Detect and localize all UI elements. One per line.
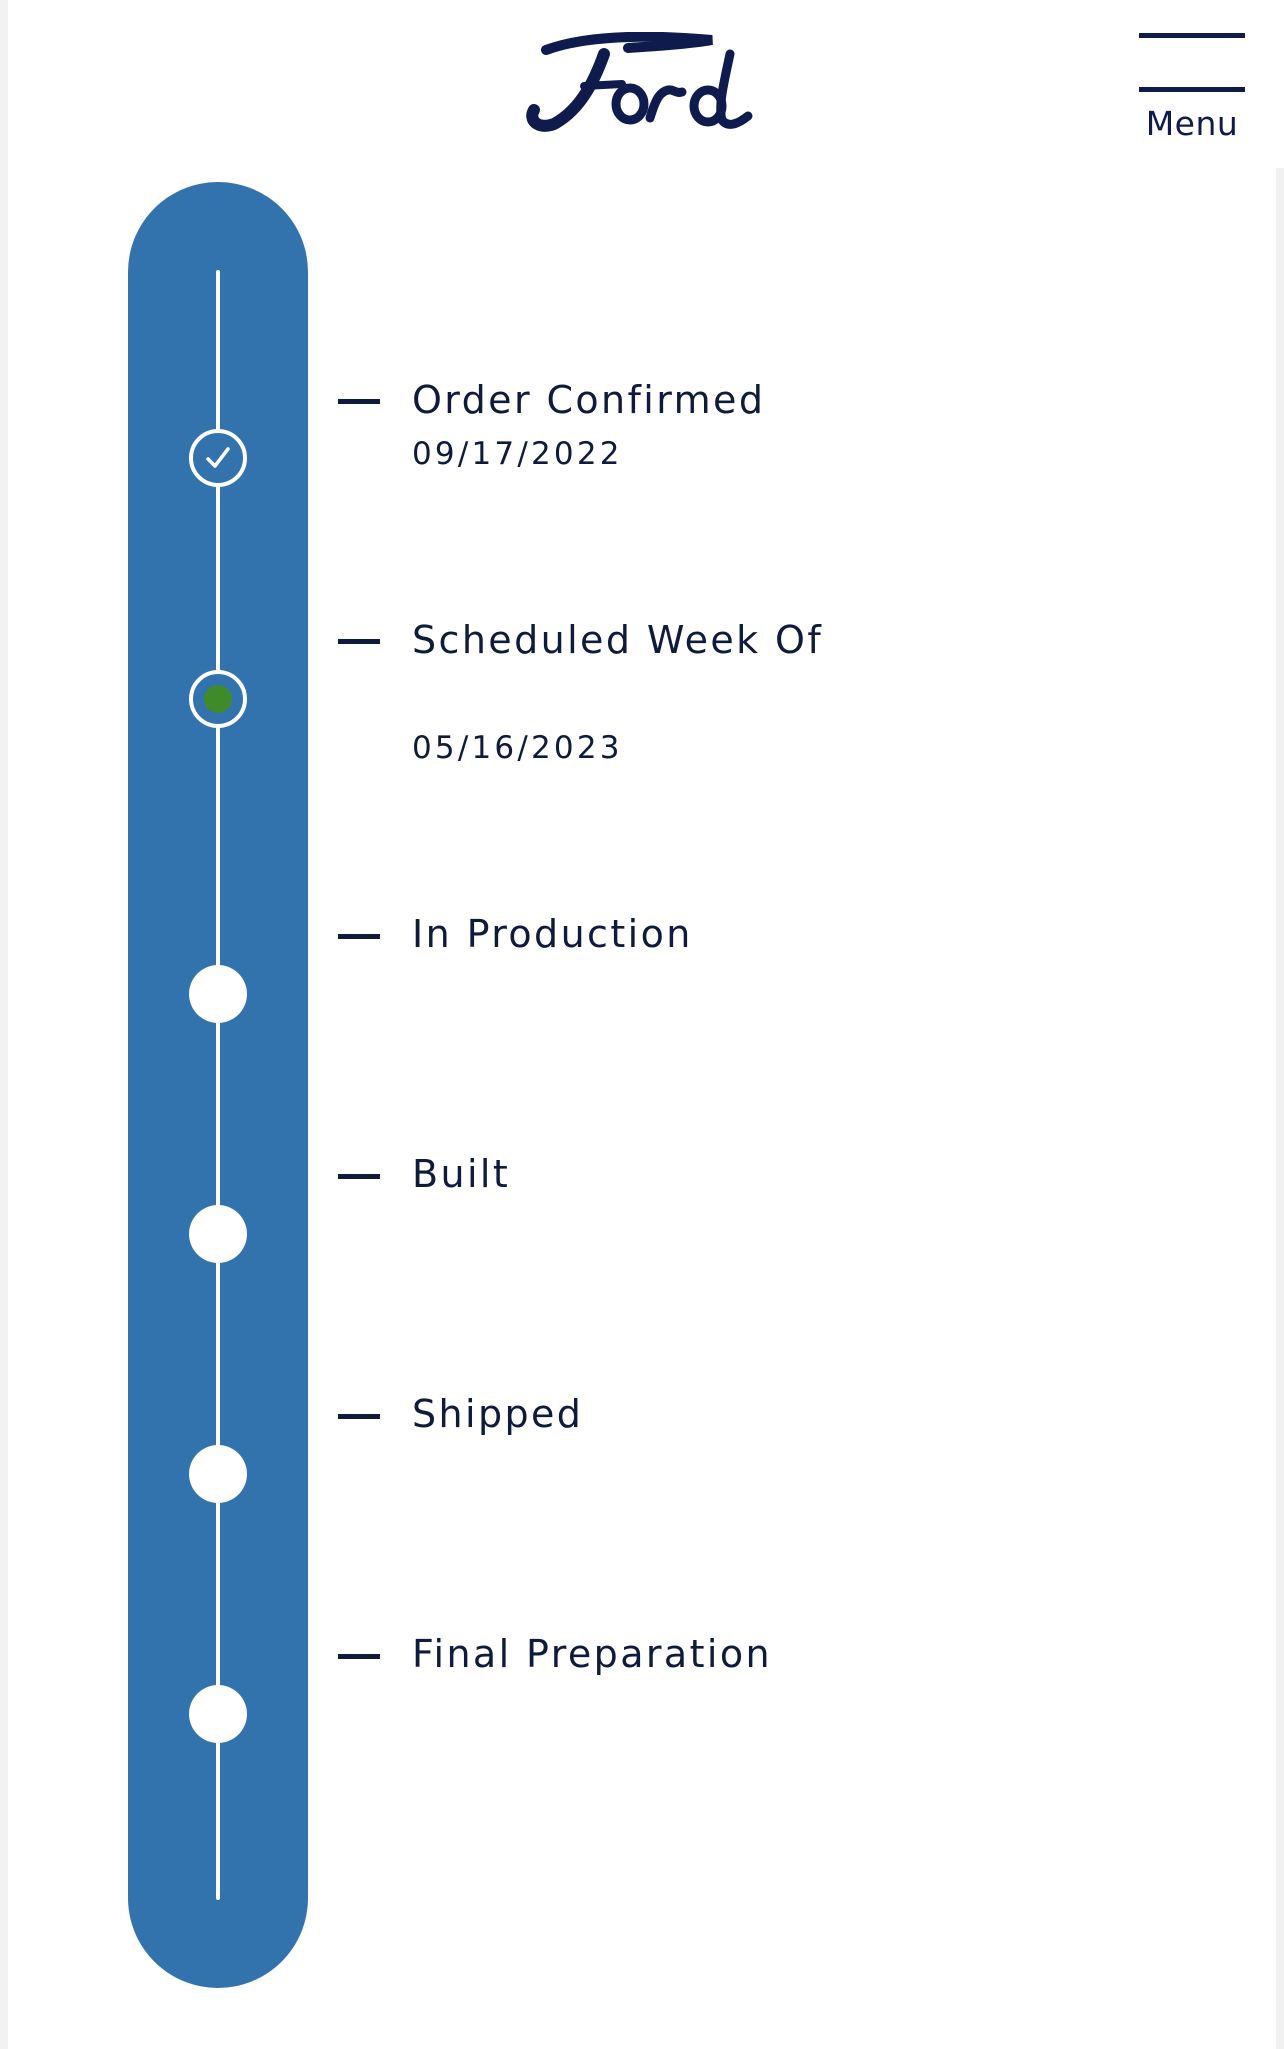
- left-edge-strip: [0, 0, 8, 2049]
- menu-label: Menu: [1145, 104, 1239, 143]
- stage-title-shipped: Shipped: [412, 1392, 584, 1436]
- menu-button[interactable]: Menu: [1128, 30, 1256, 150]
- stage-complete-check-icon: [189, 429, 247, 487]
- stage-dash: [338, 399, 380, 404]
- stage-dash: [338, 934, 380, 939]
- stage-title-built: Built: [412, 1152, 511, 1196]
- stage-dash: [338, 1414, 380, 1419]
- stage-pending-marker-icon: [189, 1445, 247, 1503]
- stage-current-marker-icon: [189, 670, 247, 728]
- hamburger-menu-icon-top-bar: [1139, 33, 1245, 38]
- ford-logo[interactable]: [524, 32, 770, 134]
- stage-title-order-confirmed: Order Confirmed: [412, 378, 766, 422]
- stage-title-in-production: In Production: [412, 912, 693, 956]
- right-edge-strip: [1276, 168, 1284, 2049]
- stage-pending-marker-icon: [189, 1685, 247, 1743]
- stage-dash: [338, 639, 380, 644]
- stage-dash: [338, 1654, 380, 1659]
- progress-line: [216, 270, 220, 1900]
- stage-pending-marker-icon: [189, 1205, 247, 1263]
- stage-title-scheduled-week: Scheduled Week Of: [412, 618, 824, 662]
- stage-date-scheduled-week: 05/16/2023: [412, 730, 623, 766]
- stage-title-final-preparation: Final Preparation: [412, 1632, 772, 1676]
- stage-date-order-confirmed: 09/17/2022: [412, 436, 623, 472]
- current-stage-green-dot: [204, 685, 232, 713]
- stage-pending-marker-icon: [189, 965, 247, 1023]
- stage-dash: [338, 1174, 380, 1179]
- hamburger-menu-icon-bottom-bar: [1139, 87, 1245, 92]
- ford-script-icon: [526, 32, 753, 132]
